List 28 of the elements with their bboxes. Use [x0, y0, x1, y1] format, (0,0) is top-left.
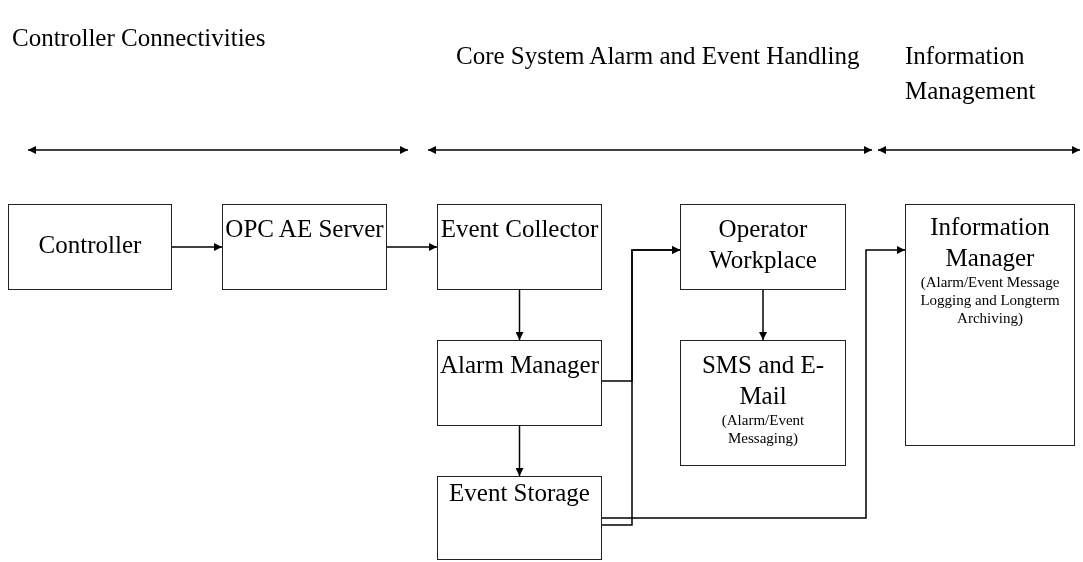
arrow [386, 243, 438, 251]
box-description: (Alarm/Event Messaging) [720, 411, 806, 447]
box-title: Alarm Manager [440, 350, 599, 380]
section-heading: Core System Alarm and Event Handling [456, 41, 861, 71]
process-box [905, 204, 1075, 446]
arrow [171, 243, 223, 251]
arrow [515, 289, 524, 341]
box-title: SMS and E-Mail [700, 350, 826, 411]
box-title: Controller [38, 230, 142, 260]
process-box [680, 340, 846, 466]
arrow [601, 246, 906, 519]
process-box [222, 204, 387, 290]
process-box [680, 204, 846, 290]
process-box [437, 340, 602, 426]
process-box [437, 476, 602, 560]
box-title: Event Collector [440, 214, 599, 244]
arrow [759, 289, 767, 341]
process-box [8, 204, 172, 290]
box-title: Operator Workplace [708, 214, 818, 275]
section-heading: Information Management [905, 41, 1037, 106]
arrow [601, 246, 681, 526]
box-description: (Alarm/Event Message Logging and Longterm Archiving) [919, 273, 1061, 327]
section-heading: Controller Connectivities [12, 23, 267, 53]
process-box [437, 204, 602, 290]
box-title: OPC AE Server [225, 214, 384, 244]
box-title: Event Storage [449, 478, 590, 508]
box-title: Information Manager [929, 212, 1051, 273]
arrow [515, 425, 524, 477]
